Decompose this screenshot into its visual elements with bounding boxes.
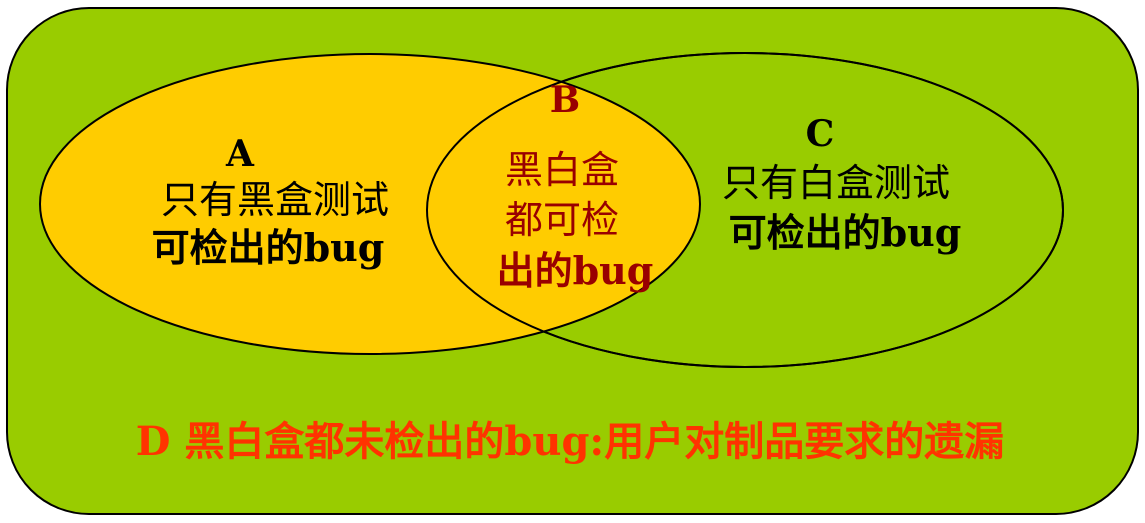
- ellipse-a: [40, 54, 700, 354]
- region-b-line1: 黑白盒: [505, 148, 619, 192]
- region-b-letter: B: [550, 79, 580, 121]
- region-a-letter: A: [225, 133, 255, 175]
- ellipse-c-outline: [426, 52, 1064, 368]
- region-c-letter: C: [806, 113, 835, 155]
- region-d-text: D 黑白盒都未检出的bug:用户对制品要求的遗漏: [136, 418, 1004, 465]
- region-a-line2: 可检出的bug: [152, 225, 385, 270]
- region-b-line3: 出的bug: [497, 248, 654, 293]
- region-c-line1: 只有白盒测试: [722, 161, 950, 205]
- region-b-line2: 都可检: [505, 198, 619, 242]
- ellipse-a-outline: [39, 53, 701, 355]
- region-a-line1: 只有黑盒测试: [161, 178, 389, 222]
- region-c-line2: 可检出的bug: [729, 210, 962, 255]
